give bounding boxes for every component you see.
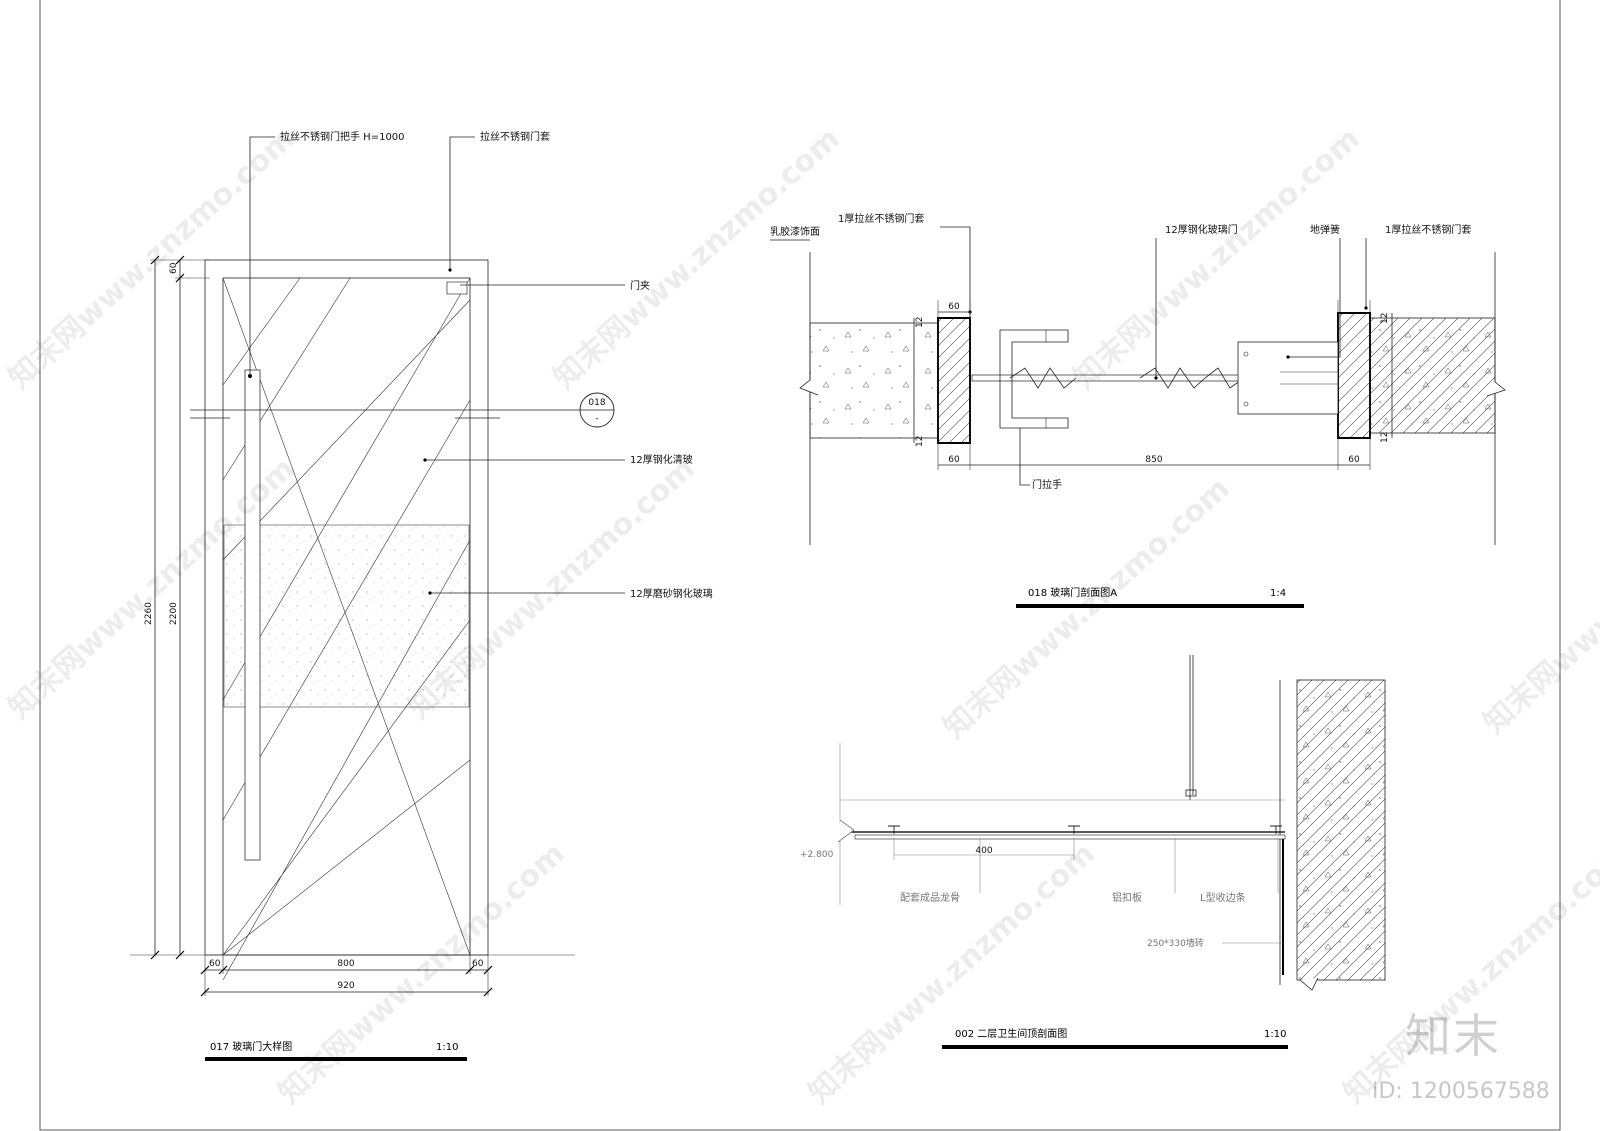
- label-paint: 乳胶漆饰面: [770, 225, 820, 238]
- sheet-border: [39, 0, 1561, 1131]
- label-frame-left: 1厚拉丝不锈钢门套: [838, 212, 924, 225]
- label-handle: 拉丝不锈钢门把手 H=1000: [280, 130, 405, 143]
- leaders-002: [979, 838, 1283, 944]
- title-bar-017: [205, 1057, 467, 1061]
- title-bar-002: [942, 1045, 1288, 1049]
- left-wall: [809, 322, 939, 439]
- label-frame-right: 1厚拉丝不锈钢门套: [1385, 223, 1471, 236]
- section-marker-sheet: -: [595, 414, 598, 424]
- label-pull: 门拉手: [1032, 478, 1062, 491]
- break-line: [1009, 367, 1245, 389]
- title-bar-018: [1016, 604, 1304, 608]
- dim-018-span: 850: [1145, 455, 1162, 465]
- left-jamb: [937, 317, 971, 444]
- label-trim: L型收边条: [1200, 891, 1246, 904]
- dim-overall-height: 2260: [144, 602, 154, 625]
- door-clip: [446, 281, 468, 295]
- label-floor-spring: 地弹簧: [1310, 223, 1340, 236]
- dim-middle: 800: [337, 959, 354, 969]
- detail-018: 乳胶漆饰面 1厚拉丝不锈钢门套 12厚钢化玻璃门 地弹簧 1厚拉丝不锈钢门套 门…: [770, 212, 1506, 608]
- dim-018-bottom-right: 60: [1348, 455, 1360, 465]
- dim-top: 60: [169, 262, 179, 274]
- leaders-017: [249, 136, 625, 595]
- label-clear-glass: 12厚钢化清玻: [630, 453, 693, 466]
- label-panel: 铝扣板: [1112, 891, 1142, 904]
- dim-018-right-bot12: 12: [1380, 432, 1390, 443]
- watermark-text: 知末网www.znzmo.com: [272, 836, 572, 1111]
- label-keel: 配套成品龙骨: [900, 891, 960, 904]
- leaders-018: [770, 226, 1368, 486]
- dim-overall-width: 920: [337, 981, 354, 991]
- watermark-text: 知末网www.znzmo.com: [802, 836, 1102, 1111]
- watermark-text: 知末网www.znzmo.com: [2, 121, 302, 396]
- section-marker-number: 018: [588, 398, 605, 408]
- dims-horizontal-017: [200, 955, 493, 997]
- door-pull-handle: [999, 329, 1069, 429]
- right-jamb: [1337, 312, 1371, 439]
- scale-018: 1:4: [1270, 588, 1286, 599]
- dim-left: 60: [209, 959, 221, 969]
- detail-017: 018 - 拉丝不锈钢门把手 H=1000 拉丝不锈钢门套 门夹 12厚钢化清玻…: [130, 130, 713, 1061]
- glass-reflection-lines: [222, 277, 471, 981]
- dims-018: [913, 300, 1393, 470]
- dim-right: 60: [472, 959, 484, 969]
- detail-002: 400 +2.800 配套成品龙骨 铝扣板 L型收边条 250*330墙砖 00…: [800, 655, 1386, 1049]
- label-clip: 门夹: [630, 279, 650, 292]
- title-002: 002 二层卫生间顶剖面图: [955, 1027, 1067, 1040]
- aluminium-panel: [854, 834, 1286, 840]
- label-frame: 拉丝不锈钢门套: [480, 130, 550, 143]
- scale-002: 1:10: [1264, 1029, 1286, 1040]
- dim-400: 400: [975, 846, 992, 856]
- title-018: 018 玻璃门剖面图A: [1028, 586, 1117, 599]
- watermark-id: ID: 1200567588: [1372, 1079, 1550, 1104]
- watermark-text: 知末网www.znzmo.com: [547, 121, 847, 396]
- floor-spring: [1237, 341, 1339, 415]
- dim-018-bottom-left: 60: [948, 455, 960, 465]
- dim-018-right-top12: 12: [1380, 313, 1390, 324]
- title-017: 017 玻璃门大样图: [210, 1040, 292, 1053]
- dims-vertical-017: [130, 255, 575, 960]
- label-frosted-glass: 12厚磨砂钢化玻璃: [630, 587, 713, 600]
- door-handle: [244, 369, 261, 861]
- dim-018-left-bot12: 12: [915, 436, 925, 447]
- dim-018-top-left: 60: [948, 302, 960, 312]
- label-level: +2.800: [800, 850, 834, 860]
- dim-018-left-top12: 12: [915, 317, 925, 328]
- watermark-brand: 知末: [1405, 1009, 1501, 1063]
- label-glass-door: 12厚钢化玻璃门: [1165, 223, 1238, 236]
- scale-017: 1:10: [436, 1042, 458, 1053]
- label-tile: 250*330墙砖: [1147, 937, 1204, 949]
- dim-inner-height: 2200: [169, 602, 179, 625]
- watermark-text: 知末网www.znzmo.com: [937, 471, 1237, 746]
